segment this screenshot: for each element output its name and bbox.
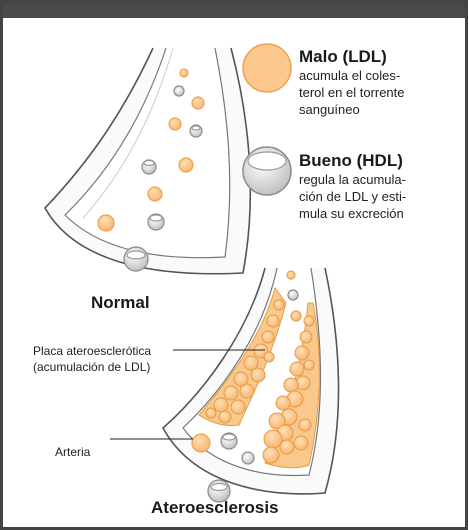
hdl-desc-line: ción de LDL y esti-	[299, 188, 434, 205]
hdl-desc-line: regula la acumula-	[299, 171, 434, 188]
ldl-legend-title: Malo (LDL)	[299, 47, 387, 67]
ldl-desc-line: sanguíneo	[299, 101, 434, 118]
atherosclerosis-caption: Ateroesclerosis	[151, 498, 279, 518]
hdl-legend-icon	[243, 147, 291, 195]
ldl-desc-line: acumula el coles-	[299, 67, 434, 84]
normal-caption: Normal	[91, 293, 150, 313]
ldl-legend-icon	[243, 44, 291, 92]
hdl-desc-line: mula su excreción	[299, 205, 434, 222]
ldl-legend-description: acumula el coles- terol en el torrente s…	[299, 67, 434, 118]
plaque-label-line: (acumulación de LDL)	[33, 359, 151, 375]
hdl-legend-title: Bueno (HDL)	[299, 151, 403, 171]
hdl-legend-description: regula la acumula- ción de LDL y esti- m…	[299, 171, 434, 222]
plaque-label: Placa ateroesclerótica (acumulación de L…	[33, 343, 151, 375]
ldl-desc-line: terol en el torrente	[299, 84, 434, 101]
artery-label: Arteria	[55, 444, 90, 460]
plaque-label-line: Placa ateroesclerótica	[33, 343, 151, 359]
